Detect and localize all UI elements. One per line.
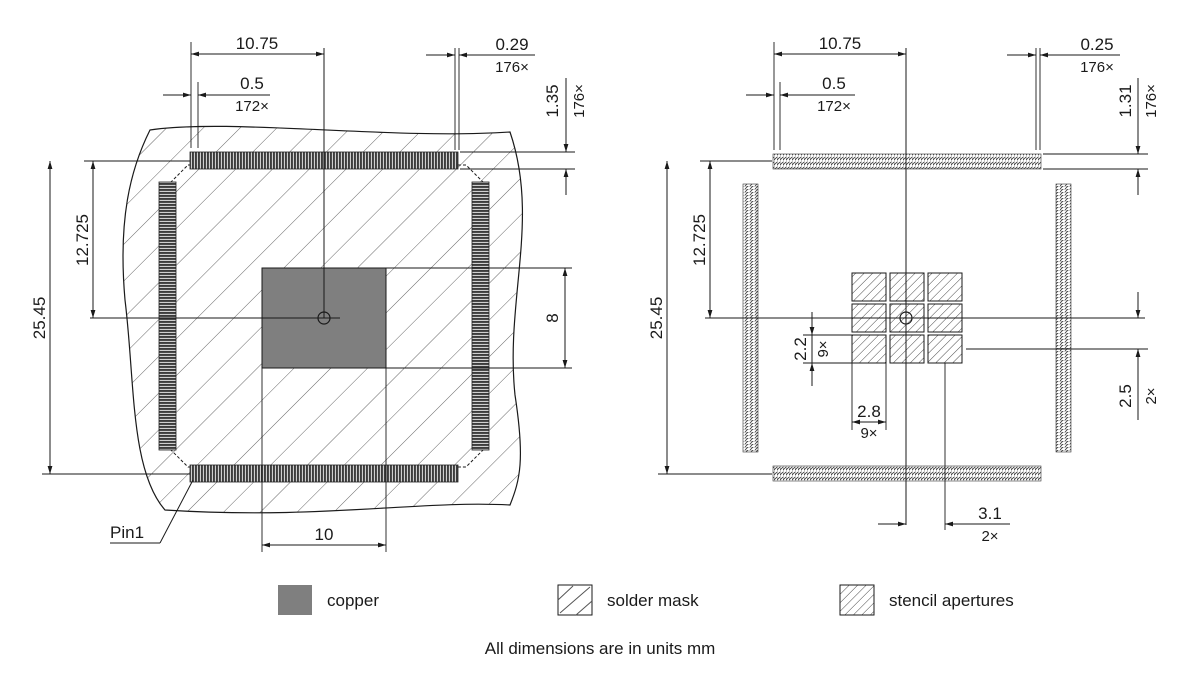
legend-copper-label: copper xyxy=(327,591,379,610)
dim-left-pad-width: 0.5 xyxy=(240,74,264,93)
dim-right-stencil-pitch-y-count: 2× xyxy=(1143,387,1160,404)
dim-right-pad-length: 1.31 xyxy=(1116,84,1135,117)
dim-right-stencil-width: 2.8 xyxy=(857,402,881,421)
dim-left-full-span: 25.45 xyxy=(30,297,49,340)
dim-right-stencil-height: 2.2 xyxy=(791,337,810,361)
left-view: 10.75 0.5 172× 0.29 176× 1.35 176× 12.72… xyxy=(30,34,588,552)
pad-row-left xyxy=(158,181,177,451)
dim-right-stencil-pitch-x-count: 2× xyxy=(981,528,998,545)
dim-right-pad-width: 0.5 xyxy=(822,74,846,93)
dim-left-pad-gap-count: 176× xyxy=(495,59,529,76)
dim-right-stencil-width-count: 9× xyxy=(860,425,877,442)
dim-left-pitch-span: 10.75 xyxy=(236,34,279,53)
dim-right-full-span: 25.45 xyxy=(647,297,666,340)
dim-right-stencil-pitch-x: 3.1 xyxy=(978,504,1002,523)
legend-stencil-label: stencil apertures xyxy=(889,591,1014,610)
legend-copper-swatch xyxy=(278,585,312,615)
dim-left-ep-height: 8 xyxy=(543,313,562,322)
legend-stencil-swatch xyxy=(839,584,875,616)
pin1-label: Pin1 xyxy=(110,523,144,542)
dim-right-pad-length-count: 176× xyxy=(1143,84,1160,118)
pad-row-bottom xyxy=(189,464,459,483)
stencil-row-bottom xyxy=(772,465,1042,482)
dim-right-stencil-height-count: 9× xyxy=(815,340,832,357)
dim-right-pad-width-count: 172× xyxy=(817,98,851,115)
pad-row-right xyxy=(471,181,490,451)
dim-right-pitch-span: 10.75 xyxy=(819,34,862,53)
center-mark xyxy=(317,311,331,325)
legend: copper solder mask stencil apertures xyxy=(278,584,1014,616)
dim-right-pad-gap-count: 176× xyxy=(1080,59,1114,76)
dim-left-pad-length-count: 176× xyxy=(571,84,588,118)
legend-solder-mask-label: solder mask xyxy=(607,591,699,610)
dim-right-half-span: 12.725 xyxy=(690,214,709,266)
dim-left-pad-length: 1.35 xyxy=(543,84,562,117)
dim-right-stencil-pitch-y: 2.5 xyxy=(1116,384,1135,408)
dim-right-pad-gap: 0.25 xyxy=(1080,35,1113,54)
right-view: 10.75 0.5 172× 0.25 176× 1.31 176× 12.72… xyxy=(647,34,1160,545)
dim-left-pad-width-count: 172× xyxy=(235,98,269,115)
dim-left-pad-gap: 0.29 xyxy=(495,35,528,54)
center-mark xyxy=(899,311,913,325)
dim-left-half-span: 12.725 xyxy=(73,214,92,266)
dim-left-ep-width: 10 xyxy=(315,525,334,544)
units-footnote: All dimensions are in units mm xyxy=(485,639,716,658)
stencil-row-top xyxy=(772,153,1042,170)
